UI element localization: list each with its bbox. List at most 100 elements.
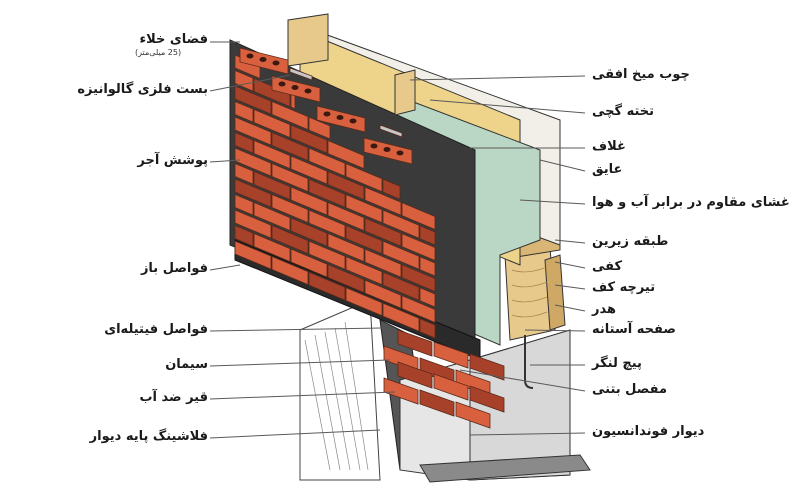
brick [327,170,365,201]
brick [234,69,254,92]
leader-left [209,264,241,271]
brick [345,225,383,255]
brick [290,186,328,216]
brick-core-hole [246,53,254,59]
label-floor-joist: تیرچه کف [592,280,656,295]
label-foundation-wall: دیوار فوندانسیون [592,424,705,439]
brick [327,139,365,170]
brick [290,155,328,185]
brick [308,178,346,208]
brick [401,264,436,293]
brick [234,131,254,154]
brick-low [397,361,433,389]
brick-core-hole [396,150,404,156]
leader-right [554,284,586,290]
brick [419,256,436,277]
brick [364,248,402,278]
brick-core-hole [259,57,267,62]
brick [382,240,420,270]
brick [308,116,331,140]
brick [308,209,346,239]
label-insulation: عایق [592,162,623,177]
leader-right [524,329,586,332]
brick [401,295,436,324]
brick [271,131,309,162]
label-subfloor: طبقه زیرین [592,234,669,249]
brick-core-hole [349,118,357,124]
brick [382,302,420,332]
brick [234,178,272,208]
brick [234,147,272,177]
brick-veneer-shape [234,47,436,339]
leader-left [209,159,241,163]
brick-core-hole [383,147,391,152]
brick [364,186,402,216]
brick [253,232,291,263]
mid-stud [394,69,416,116]
brick-low [469,385,505,413]
brick [234,116,272,146]
brick [419,225,436,246]
label-waste: هدر [592,302,617,317]
leader-right [554,239,586,244]
brick-core-hole [291,85,299,90]
brick [290,124,328,154]
leader-lines [209,41,586,439]
leader-left [209,359,391,367]
leader-right [554,261,586,269]
brick [327,201,365,232]
leader-left [209,391,396,400]
brick [253,170,291,201]
brick-low [433,373,469,401]
brick-low [397,329,433,357]
label-galvanized-tie: بست فلزی گالوانیزه [77,82,208,97]
top-stud [287,13,329,67]
leader-left [209,429,381,439]
label-concrete-joint: مفصل بتنی [592,382,667,397]
leader-right [429,99,586,114]
label-floor: کفی [592,259,623,274]
brick [419,318,436,339]
brick [308,240,346,270]
leader-left [209,327,386,332]
brick [234,85,272,115]
brick [290,93,296,110]
brick [253,108,291,139]
galvanized-tie-shape [379,124,403,138]
brick [345,256,383,286]
label-anchor-bolt: پیچ لنگر [592,356,642,371]
label-fillet-joints: فواصل فیتیله‌ای [104,322,208,337]
brick [382,271,420,301]
brick [345,163,383,193]
label-gypsum-board: تخته گچی [592,104,655,119]
brick-core-hole [323,111,331,117]
brick [419,287,436,308]
brick [271,224,309,255]
leader-right [469,432,586,436]
label-air-space: فضای خلاء [139,32,208,47]
brick-core-hole [272,60,280,66]
label-weather-barrier: غشای مقاوم در برابر آب و هوا [592,195,790,210]
brick [308,147,346,177]
label-base-flashing: فلاشینگ پایه دیوار [89,429,208,444]
leader-right [519,199,586,205]
label-sill-plate: صفحه آستانه [592,322,676,337]
brick [401,233,436,262]
leader-right [539,159,586,172]
brick [271,193,309,224]
brick [234,193,254,216]
brick [234,162,254,185]
leader-right [409,75,586,81]
brick-low [419,389,455,417]
brick-low [469,353,505,381]
brick [234,240,272,270]
brick-low [455,401,491,429]
leader-left [209,74,291,92]
brick [271,162,309,193]
brick [364,217,402,247]
label-air-space-sub: (25 میلی‌متر) [135,48,182,57]
brick [327,232,365,263]
brick [382,209,420,239]
label-open-joints: فواصل باز [140,261,208,276]
brick [234,100,254,123]
